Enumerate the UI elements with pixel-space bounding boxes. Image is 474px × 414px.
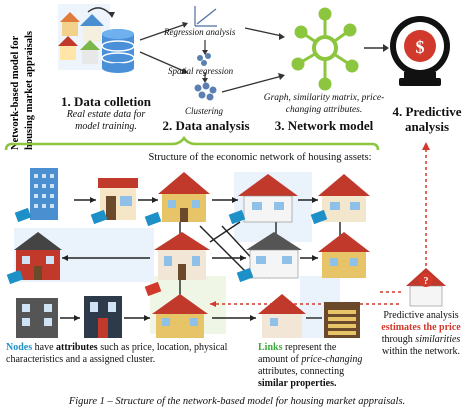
node-shop (90, 178, 138, 225)
predictive-line-4: within the network. (381, 346, 461, 357)
spatial-regression-icon (197, 53, 211, 66)
side-title-line-1: Network-based model for (10, 35, 21, 150)
predictive-line-3: through (381, 334, 416, 345)
legend-nodes-attributes: attributes (56, 342, 98, 353)
node-house-grey (236, 232, 302, 283)
node-house-beige (310, 174, 370, 225)
node-skyscraper (14, 168, 58, 223)
regression-chart-icon (194, 6, 217, 27)
predictive-estimates: estimates the price (381, 322, 461, 333)
node-grey-block (16, 298, 58, 338)
step-3-subtitle: Graph, similarity matrix, price-changing… (263, 93, 385, 115)
node-target-house: ? (406, 268, 446, 307)
step-4-title: 4. Predictive analysis (392, 104, 462, 134)
method-clustering: Clustering (185, 106, 224, 116)
legend-links: Links represent the amount of price-chan… (258, 342, 368, 390)
legend-nodes-text-2: such as price, location, physical charac… (6, 342, 228, 365)
node-house-red-roof (144, 232, 210, 297)
arrow-to-regression (139, 23, 187, 41)
database-icon (101, 29, 135, 73)
houses-cluster-icon (58, 4, 110, 70)
step-1-subtitle: Real estate data for model training. (66, 109, 146, 132)
housing-network: ? (6, 168, 446, 338)
legend-links-text-2: attributes, connecting (258, 366, 345, 377)
legend-links-price-changing: price-changing (301, 354, 363, 365)
node-house-yellow (144, 172, 210, 227)
crystal-ball-icon: $ (390, 16, 450, 86)
method-spatial: Spatial regression (168, 66, 234, 76)
node-garage (324, 302, 360, 338)
clustering-icon (194, 82, 217, 101)
legend-nodes: Nodes have attributes such as price, loc… (6, 342, 256, 366)
prediction-arrow (422, 142, 430, 266)
dollar-sign: $ (416, 37, 425, 57)
predictive-note: Predictive analysis estimates the price … (368, 310, 474, 358)
step-2-title: 2. Data analysis (162, 118, 250, 133)
side-title-line-2: housing market appraisals (24, 31, 35, 150)
bracket (4, 135, 380, 150)
node-house-garage (258, 294, 306, 338)
legend-nodes-term: Nodes (6, 342, 33, 353)
node-house-white (228, 174, 298, 225)
unknown-price-mark: ? (424, 276, 429, 287)
legend-nodes-text-1: have (32, 342, 57, 353)
figure-caption: Figure 1 – Structure of the network-base… (68, 396, 406, 407)
predictive-line-1: Predictive analysis (383, 310, 459, 321)
side-title: Network-based model for housing market a… (4, 6, 42, 154)
predictive-similarities: similarities (415, 334, 461, 345)
node-dark-townhouse (84, 296, 122, 338)
legend-links-similar: similar properties. (258, 378, 337, 389)
legend-links-text-1: represent the amount of (258, 342, 337, 365)
node-brick-building (6, 232, 62, 285)
structure-title: Structure of the economic network of hou… (148, 152, 372, 163)
legend-links-term: Links (258, 342, 283, 353)
workflow-graphic: $ (4, 4, 450, 150)
method-regression: Regression analysis (164, 27, 236, 37)
node-cottage (152, 294, 208, 338)
step-1-title: 1. Data colletion (61, 94, 151, 109)
arrow-to-spatial (139, 51, 187, 73)
step-3-title: 3. Network model (274, 118, 374, 133)
link-arrowheads (62, 197, 318, 321)
node-house-orange (318, 232, 370, 278)
network-model-icon (291, 7, 359, 91)
